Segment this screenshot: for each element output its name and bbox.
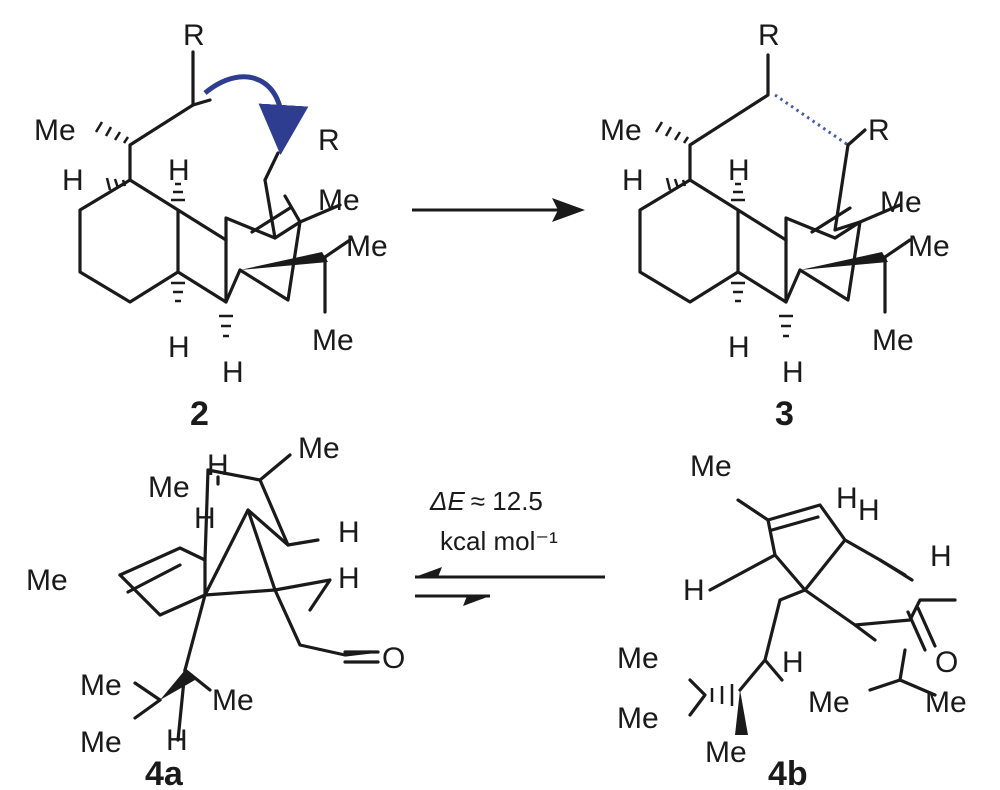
atom-h-top-4a: H	[207, 449, 229, 482]
compound-label-3: 3	[775, 395, 794, 433]
atom-me-alkene-3: Me	[880, 186, 922, 219]
atom-h-left-3: H	[622, 164, 644, 197]
compound-4a-structure	[118, 453, 380, 742]
equilibrium-arrows	[415, 567, 605, 606]
atom-h-mid-4a: H	[194, 502, 216, 535]
atom-me-ipr-lower-2: Me	[312, 324, 354, 357]
atom-h-right-4b: H	[930, 540, 952, 573]
atom-h-bottom-left-2: H	[168, 331, 190, 364]
atom-me-ipr-upper-3: Me	[908, 230, 950, 263]
atom-h-left-4b: H	[683, 574, 705, 607]
atom-me-bottom-4b: Me	[705, 736, 747, 769]
compound-2-structure	[78, 50, 352, 338]
atom-me-ipr1-4b: Me	[617, 642, 659, 675]
compound-label-4b: 4b	[768, 755, 808, 790]
atom-h-top-3: H	[728, 154, 750, 187]
atom-o-4a: O	[382, 642, 405, 675]
atom-me-sidechain-2: Me	[34, 114, 76, 147]
compound-4b-structure	[688, 498, 957, 735]
atom-h-bottom-left-3: H	[728, 331, 750, 364]
atom-h-bottom-2: H	[222, 356, 244, 389]
compound-3-structure	[638, 53, 912, 338]
atom-me-ipr3-4b: Me	[808, 686, 850, 719]
atom-r-top-2: R	[183, 19, 205, 52]
atom-me-alkene-2: Me	[318, 184, 360, 217]
atom-me-alkene-4a: Me	[26, 564, 68, 597]
atom-o-4b: O	[935, 646, 958, 679]
energy-label: ΔE≈ 12.5	[429, 486, 543, 516]
atom-h-right2-4a: H	[338, 562, 360, 595]
reaction-arrow	[412, 198, 585, 222]
compound-label-4a: 4a	[145, 755, 184, 790]
atom-h2-4b: H	[858, 494, 880, 527]
atom-me-alkene-4b: Me	[690, 450, 732, 483]
atom-h-bottom-4a: H	[166, 724, 188, 757]
atom-me-ipr4-4b: Me	[925, 686, 967, 719]
atom-r-top-3: R	[758, 19, 780, 52]
atom-r-right-2: R	[318, 124, 340, 157]
atom-me-sidechain-3: Me	[600, 114, 642, 147]
atom-h-bottom-3: H	[782, 356, 804, 389]
atom-me-ipr-upper-2: Me	[346, 230, 388, 263]
compound-label-2: 2	[190, 395, 209, 433]
atom-me-top-4a: Me	[298, 432, 340, 465]
atom-h-top-2: H	[168, 154, 190, 187]
atom-me-ipr-lower-3: Me	[872, 324, 914, 357]
energy-unit: kcal mol⁻¹	[440, 526, 558, 556]
atom-h-left-2: H	[62, 164, 84, 197]
atom-h-right1-4a: H	[338, 516, 360, 549]
atom-h1-4b: H	[836, 482, 858, 515]
atom-r-right-3: R	[868, 114, 890, 147]
atom-me-ipr2-4b: Me	[617, 702, 659, 735]
atom-h-mid-4b: H	[782, 646, 804, 679]
atom-me-right-4a: Me	[212, 684, 254, 717]
atom-me-ipr1-4a: Me	[80, 669, 122, 702]
atom-me-ipr2-4a: Me	[80, 726, 122, 759]
atom-me-4a: Me	[148, 471, 190, 504]
